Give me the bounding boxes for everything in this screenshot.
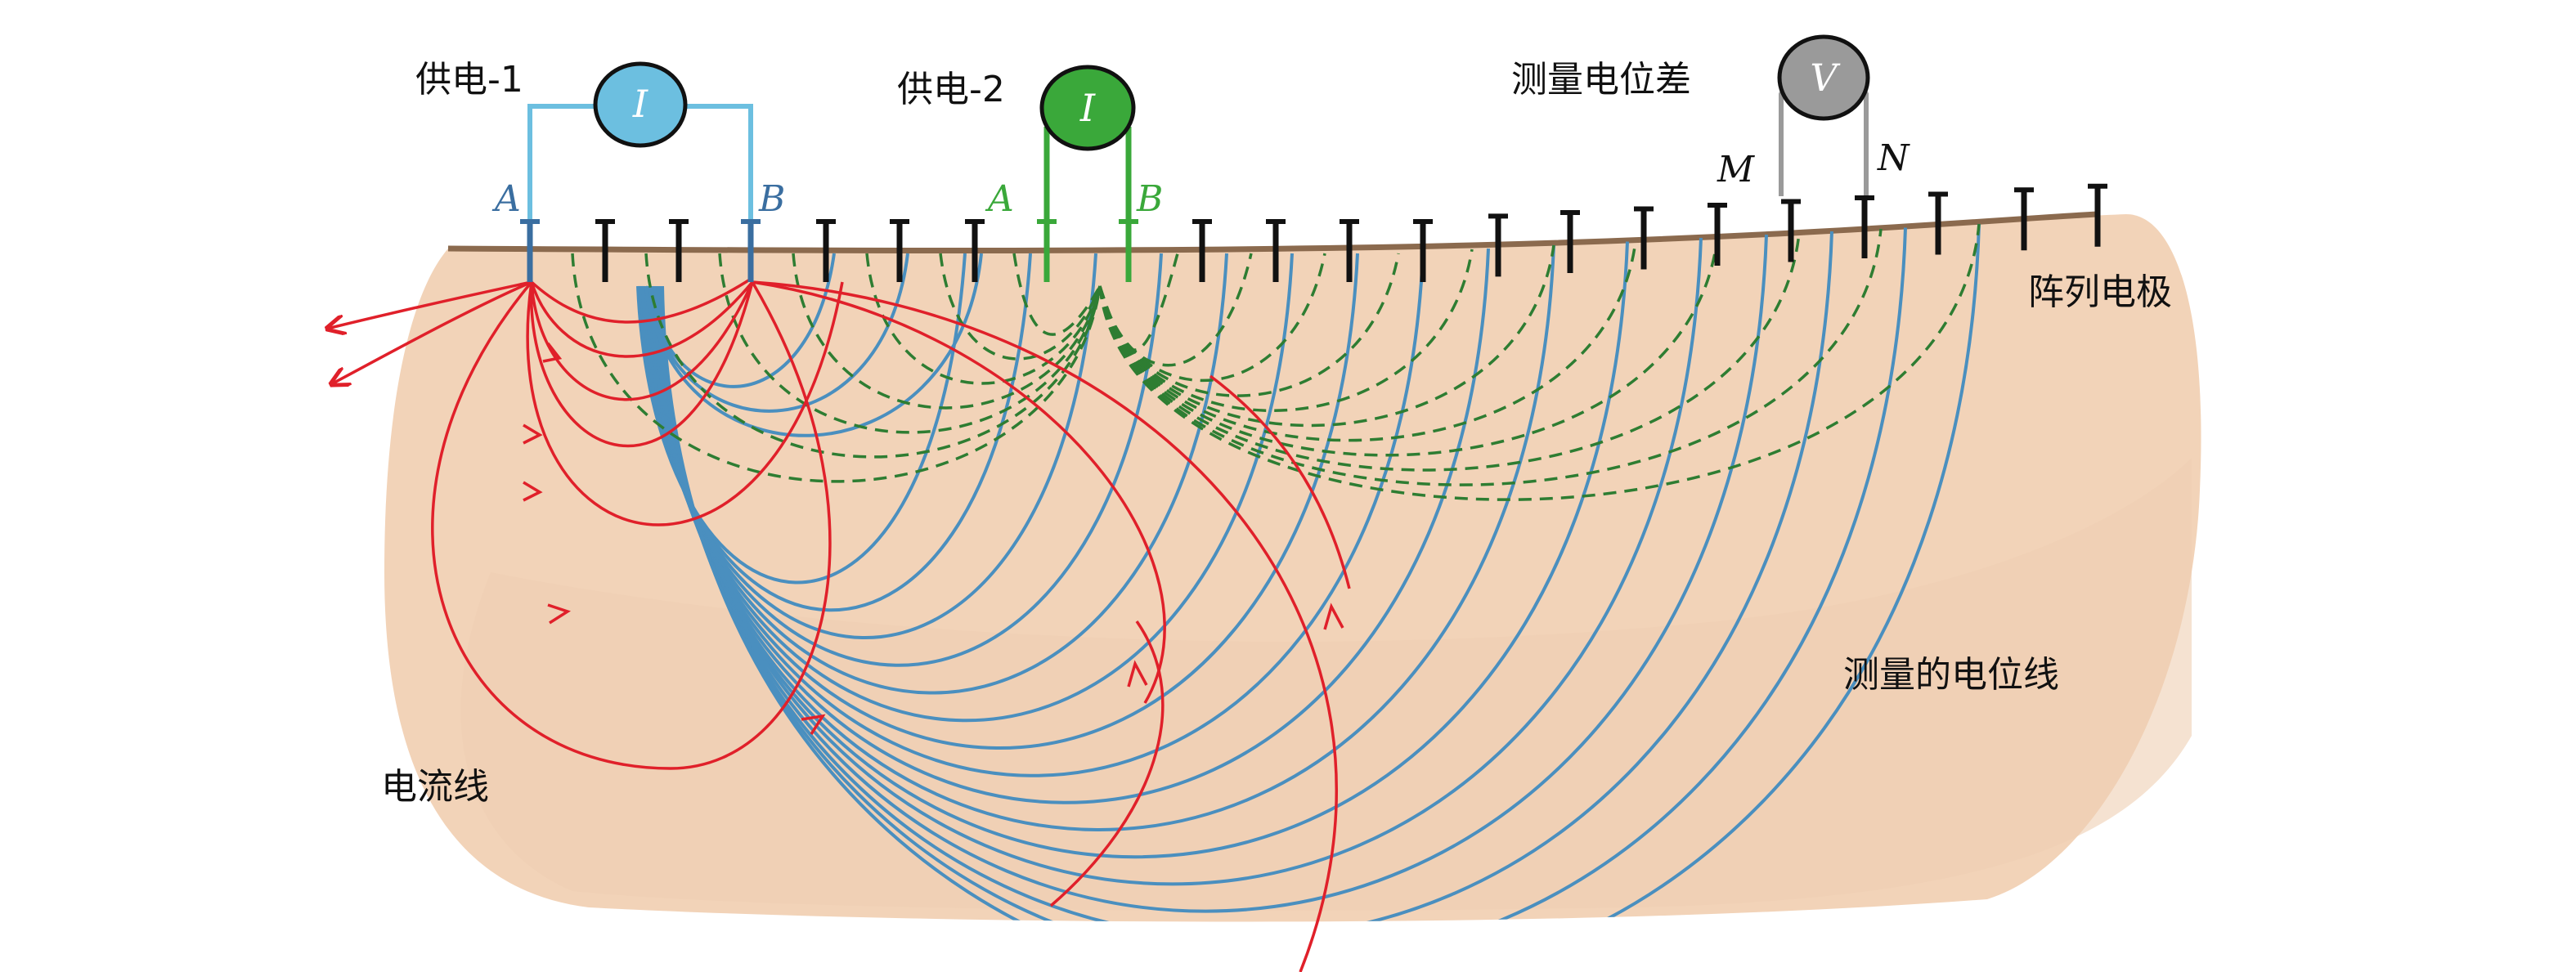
current-arrow-4	[547, 603, 572, 625]
label-supply1: 供电-1	[415, 59, 523, 101]
equipotential-line-green	[1098, 223, 1981, 501]
equipotential-line-green	[1098, 244, 1555, 428]
equipotential-line-green	[792, 253, 1102, 410]
soil-shade	[460, 458, 2192, 911]
equipotential-line-blue	[661, 223, 1981, 922]
meter-supply2: I	[1039, 65, 1136, 151]
current-line-deep-2	[752, 280, 1339, 972]
current-line-loop-5	[526, 281, 844, 526]
meter-measure: V	[1777, 34, 1870, 121]
label-electrodes: 阵列电极	[2028, 271, 2172, 313]
current-arrow-6	[1127, 660, 1148, 688]
equipotential-line-blue	[644, 253, 836, 388]
equipotential-line-green	[1098, 249, 1474, 412]
meter-supply1: I	[593, 61, 688, 148]
equipotential-line-green	[644, 253, 1102, 459]
label-measure: 测量电位差	[1511, 59, 1691, 101]
label-equipotential: 测量的电位线	[1843, 654, 2059, 696]
current-arrow-1	[542, 342, 563, 363]
equipotential-line-blue	[644, 253, 983, 437]
current-arrow-3	[523, 481, 543, 502]
current-line-deep-1	[752, 280, 1166, 704]
current-line-loop-4	[529, 281, 754, 448]
current-line-loop-6	[431, 280, 832, 770]
equipotential-lines-green	[571, 223, 1981, 501]
electrode-array	[520, 183, 2107, 282]
equipotential-line-green	[1012, 253, 1102, 336]
ground-surface	[447, 211, 2098, 253]
current-arrow-7	[1323, 602, 1344, 630]
equipotential-line-green	[865, 253, 1102, 385]
current-lines	[327, 276, 1351, 972]
equipotential-line-green	[1098, 232, 1801, 472]
current-arrow-2	[523, 423, 543, 445]
current-line-deep-3	[1049, 620, 1165, 907]
terminal-n: N	[1877, 137, 1910, 179]
meter-supply1-label: I	[632, 82, 648, 126]
supply1-circuit	[527, 104, 753, 222]
terminal-a1: A	[491, 178, 521, 220]
equipotential-lines-blue	[636, 223, 1981, 922]
equipotential-line-green	[1098, 240, 1637, 442]
current-line-loop-2	[530, 280, 754, 358]
equipotential-line-green	[1098, 253, 1400, 397]
equipotential-line-green	[1098, 236, 1719, 457]
current-line-out-1	[327, 280, 532, 329]
meter-measure-label: V	[1810, 56, 1841, 100]
equipotential-line-green	[1098, 228, 1883, 486]
terminal-m: M	[1717, 149, 1755, 190]
terminal-a2: A	[985, 178, 1014, 220]
current-arrow-5	[801, 714, 826, 735]
current-line-loop-1	[530, 276, 753, 324]
current-line-deep-4	[1209, 374, 1351, 589]
label-supply2: 供电-2	[897, 69, 1005, 110]
equipotential-line-green	[1098, 253, 1253, 367]
equipotential-line-green	[718, 253, 1102, 434]
current-line-loop-3	[530, 281, 754, 401]
terminal-b1: B	[758, 178, 785, 220]
current-line-out-2	[331, 280, 532, 384]
equipotential-line-green	[939, 253, 1102, 361]
label-current: 电流线	[381, 766, 489, 808]
terminal-b2: B	[1136, 178, 1163, 220]
meter-supply2-label: I	[1079, 86, 1096, 130]
